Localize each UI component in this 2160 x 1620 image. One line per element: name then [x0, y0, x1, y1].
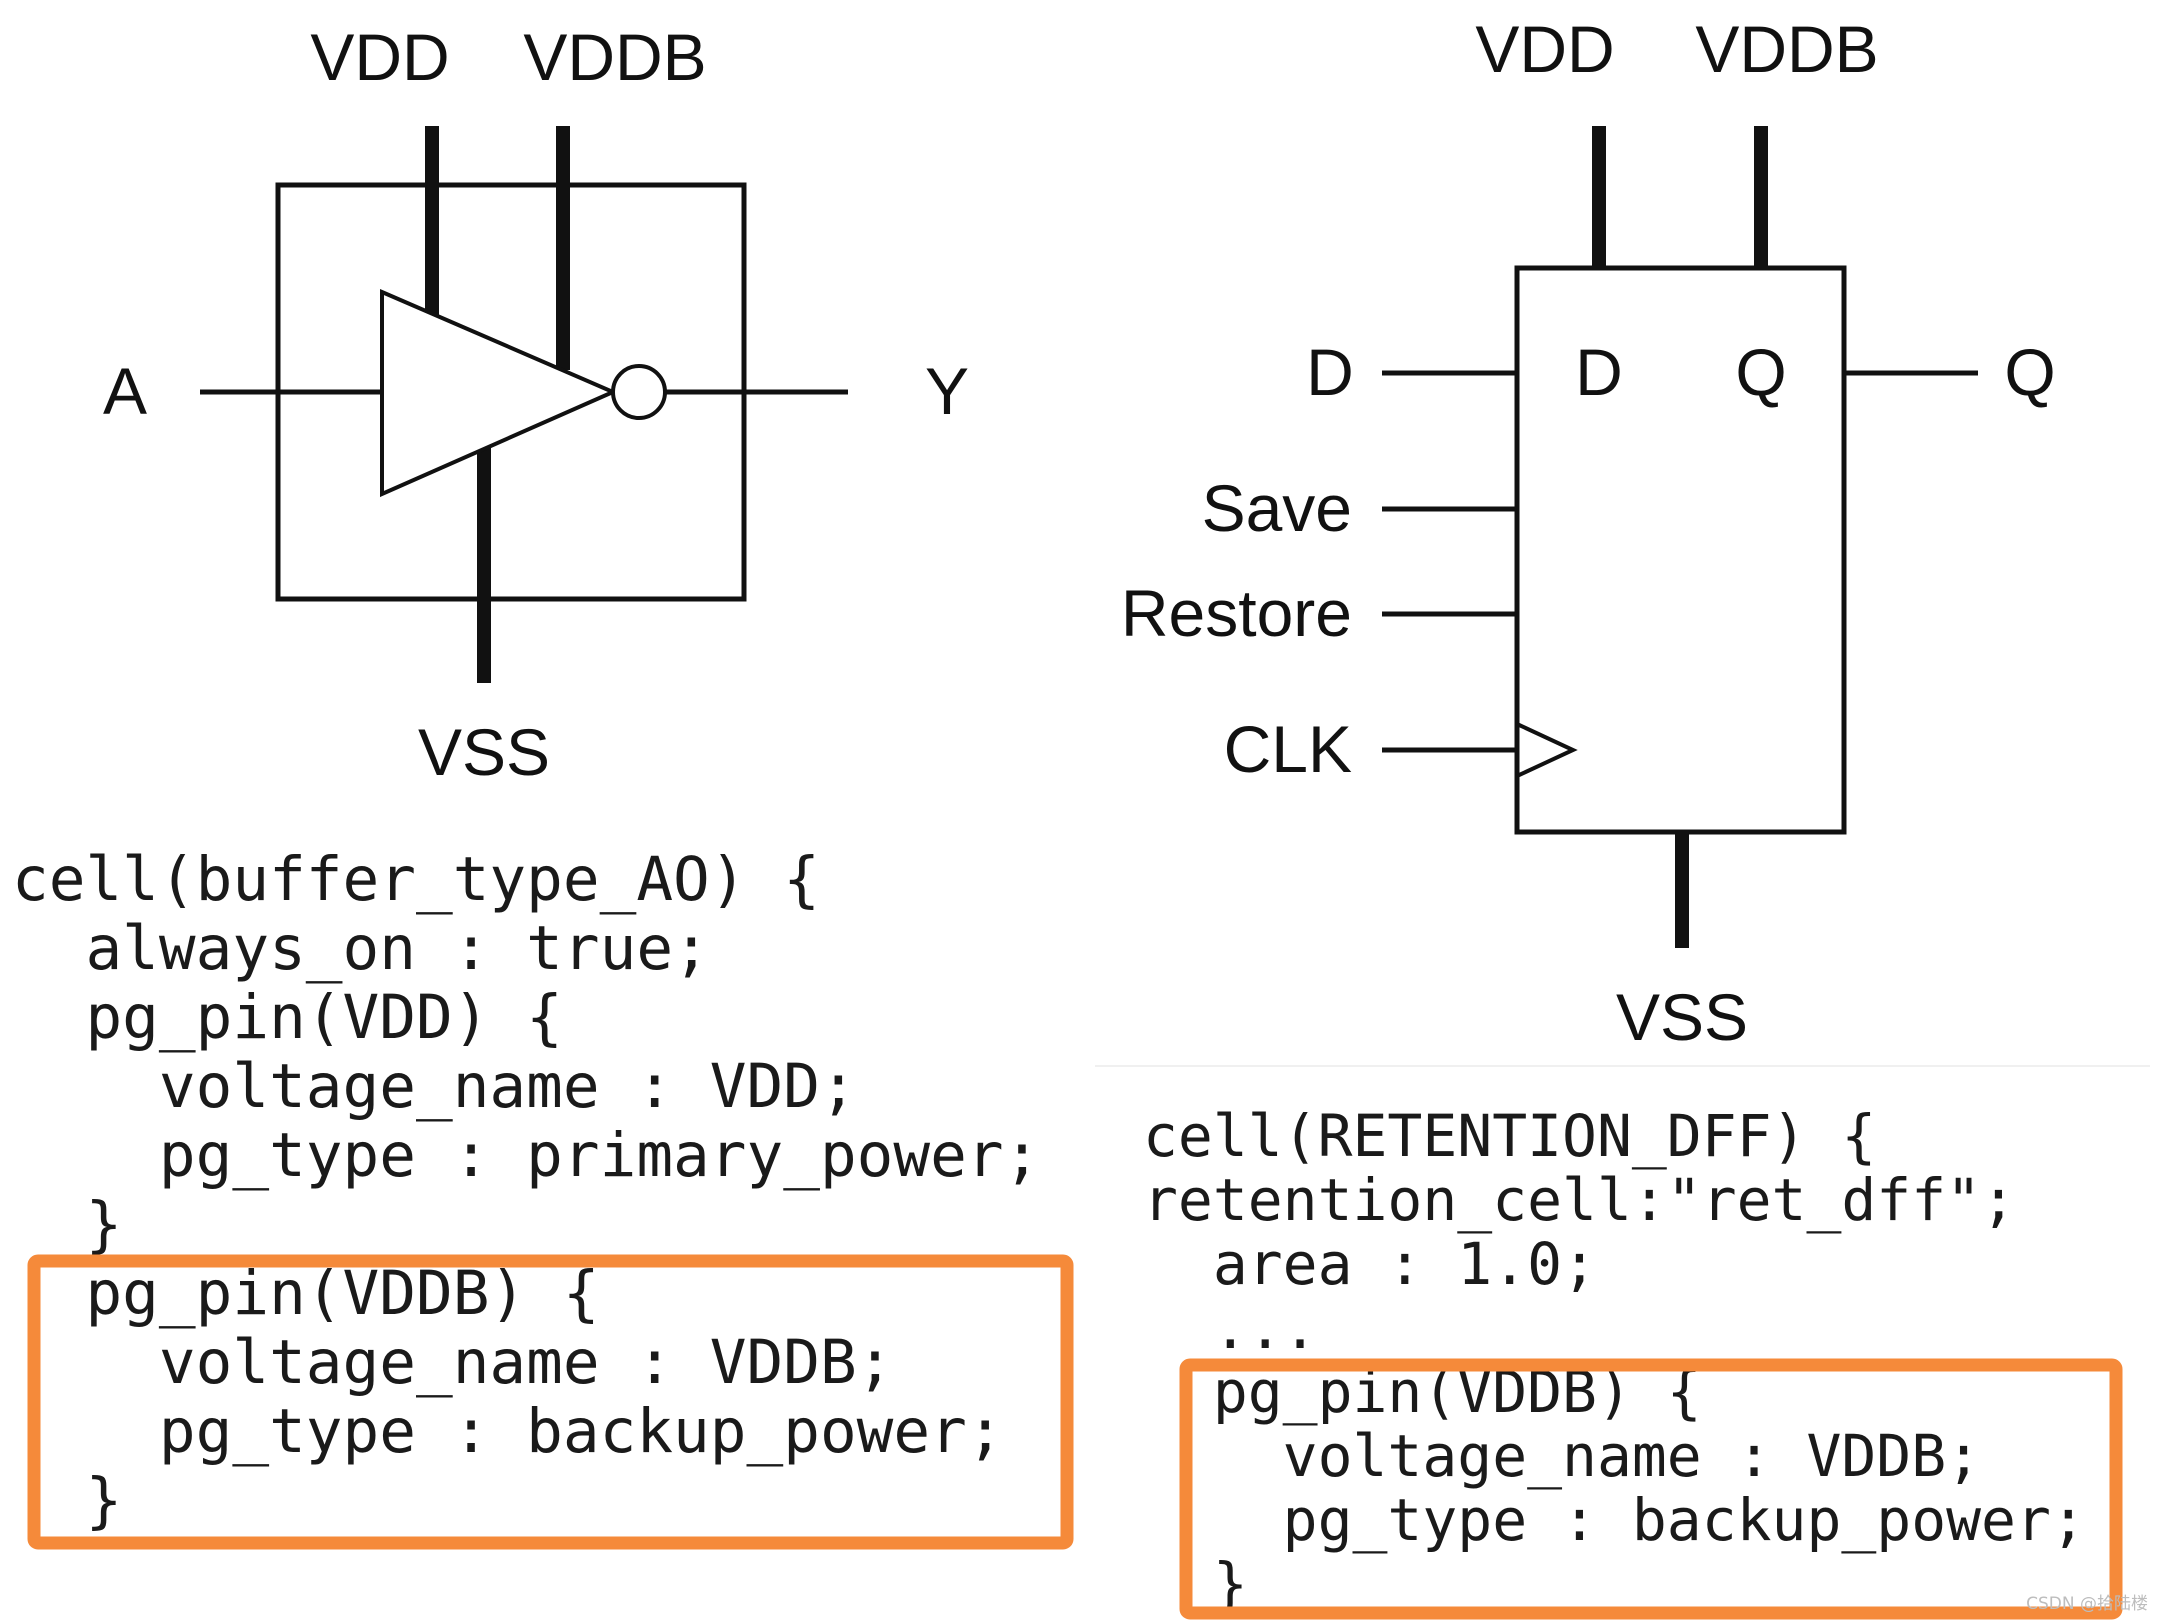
- code-line: voltage_name : VDDB;: [12, 1327, 893, 1398]
- code-line: retention_cell:"ret_dff";: [1143, 1166, 2016, 1234]
- save-label: Save: [1202, 471, 1352, 545]
- right-vddb-label: VDDB: [1695, 12, 1878, 86]
- code-line: voltage_name : VDD;: [12, 1051, 857, 1122]
- code-line: area : 1.0;: [1143, 1230, 1597, 1298]
- code-line: pg_type : backup_power;: [1143, 1486, 2086, 1554]
- code-line: voltage_name : VDDB;: [1143, 1422, 1981, 1490]
- right-vss-label: VSS: [1616, 980, 1748, 1054]
- left-vss-label: VSS: [418, 715, 550, 789]
- code-line: }: [12, 1189, 122, 1260]
- d-ext-label: D: [1306, 335, 1354, 409]
- left-vdd-label: VDD: [310, 20, 449, 94]
- code-line: cell(RETENTION_DFF) {: [1143, 1102, 1876, 1170]
- d-int-label: D: [1575, 335, 1623, 409]
- code-line: always_on : true;: [12, 913, 710, 984]
- q-int-label: Q: [1735, 335, 1786, 409]
- retention-dff-diagram: VDD VDDB VSS D D Q Q Save Restore CLK: [1121, 12, 2056, 1054]
- code-line: ...: [1143, 1294, 1318, 1362]
- buffer-triangle: [380, 288, 618, 498]
- right-highlight-box: [1179, 1358, 2123, 1620]
- clk-label: CLK: [1224, 712, 1352, 786]
- code-line: pg_type : primary_power;: [12, 1120, 1040, 1191]
- left-highlight-box: [27, 1254, 1074, 1550]
- code-line: cell(buffer_type_AO) {: [12, 844, 820, 915]
- code-line: pg_type : backup_power;: [12, 1396, 1004, 1467]
- right-vdd-label: VDD: [1475, 12, 1614, 86]
- output-y-label: Y: [925, 354, 969, 428]
- left-vddb-label: VDDB: [523, 20, 706, 94]
- code-line: pg_pin(VDD) {: [12, 982, 563, 1053]
- left-code-block: cell(buffer_type_AO) { always_on : true;…: [12, 844, 1040, 1536]
- clock-triangle: [1516, 722, 1578, 778]
- buffer-diagram: VDD VDDB VSS A Y: [103, 20, 969, 789]
- input-a-label: A: [103, 354, 147, 428]
- q-ext-label: Q: [2004, 335, 2055, 409]
- watermark: CSDN @拾陆楼: [2026, 1594, 2148, 1614]
- inverter-bubble: [611, 364, 667, 420]
- restore-label: Restore: [1121, 576, 1352, 650]
- right-code-block: cell(RETENTION_DFF) { retention_cell:"re…: [1143, 1102, 2086, 1618]
- code-line: pg_pin(VDDB) {: [12, 1258, 600, 1329]
